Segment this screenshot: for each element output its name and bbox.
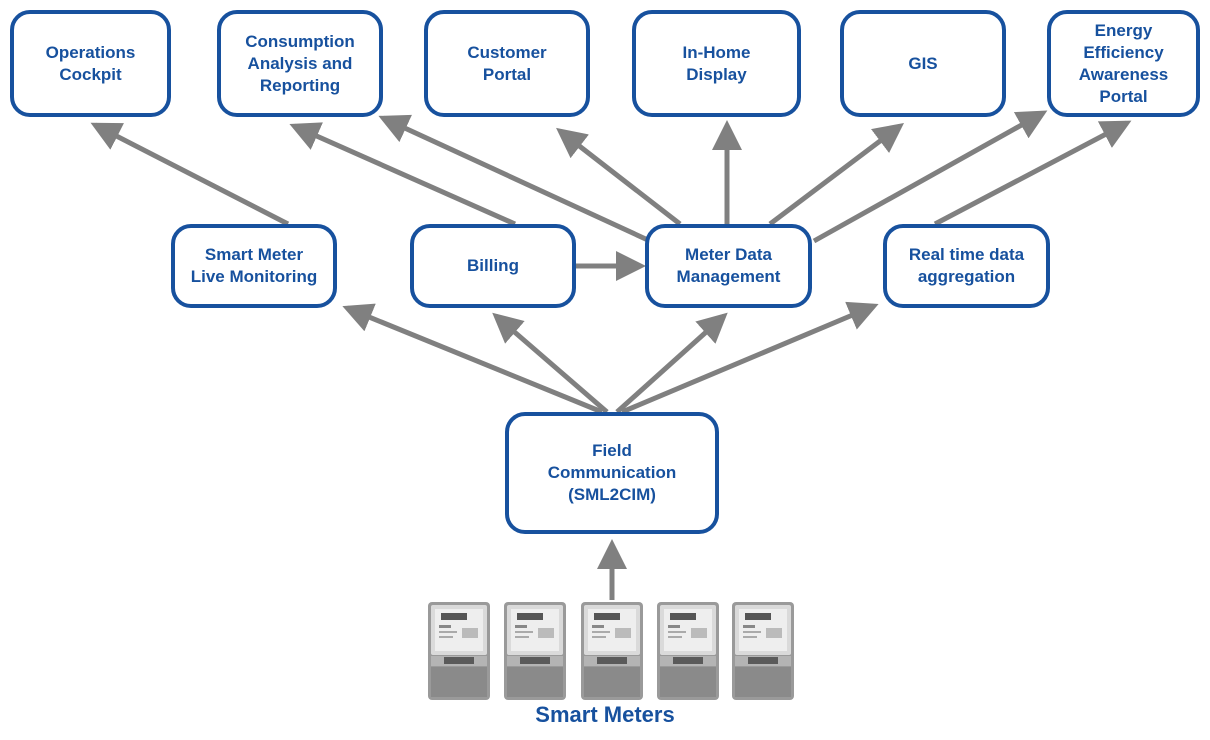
billing-box: Billing [410, 224, 576, 308]
in-home-display-box: In-Home Display [632, 10, 801, 117]
gis-box: GIS [840, 10, 1006, 117]
consumption-analysis-label: Consumption Analysis and Reporting [245, 31, 355, 95]
meter-data-management-label: Meter Data Management [676, 245, 781, 286]
arrow-realtime-to-energy [933, 120, 1132, 227]
arrow-field-to-mdm [615, 312, 728, 414]
arrow-mdm-to-consumption [378, 114, 652, 244]
arrow-field-to-realtime [621, 301, 879, 415]
real-time-data-aggregation-label: Real time data aggregation [908, 245, 1025, 286]
arrow-mdm-to-energy [812, 110, 1048, 244]
arrow-mdm-to-customer [556, 127, 682, 226]
smart-meter-icon [657, 602, 719, 700]
smart-meter-icon [581, 602, 643, 700]
billing-label: Billing [467, 256, 519, 275]
smart-meter-icon [428, 602, 490, 700]
energy-efficiency-portal-box: Energy Efficiency Awareness Portal [1047, 10, 1200, 117]
energy-efficiency-portal-label: Energy Efficiency Awareness Portal [1078, 20, 1169, 106]
customer-portal-box: Customer Portal [424, 10, 590, 117]
arrow-field-to-live [342, 303, 603, 415]
field-communication-box: Field Communication (SML2CIM) [505, 412, 719, 534]
arrow-mdm-to-gis [768, 122, 904, 226]
smart-meters-caption: Smart Meters [535, 702, 675, 727]
arrow-billing-to-consumption [289, 122, 517, 227]
smart-meter-icon [732, 602, 794, 700]
arrow-live-to-ops [90, 122, 290, 227]
operations-cockpit-box: Operations Cockpit [10, 10, 171, 117]
smart-meter-live-monitoring-label: Smart Meter Live Monitoring [190, 245, 318, 286]
gis-label: GIS [908, 53, 938, 73]
smart-meter-live-monitoring-box: Smart Meter Live Monitoring [171, 224, 337, 308]
field-communication-label: Field Communication (SML2CIM) [547, 441, 677, 504]
operations-cockpit-label: Operations Cockpit [45, 42, 136, 84]
customer-portal-label: Customer Portal [467, 42, 547, 84]
smart-meter-icon [504, 602, 566, 700]
real-time-data-aggregation-box: Real time data aggregation [883, 224, 1050, 308]
arrow-field-to-billing [492, 312, 609, 414]
in-home-display-label: In-Home Display [682, 42, 751, 84]
consumption-analysis-box: Consumption Analysis and Reporting [217, 10, 383, 117]
meter-data-management-box: Meter Data Management [645, 224, 812, 308]
